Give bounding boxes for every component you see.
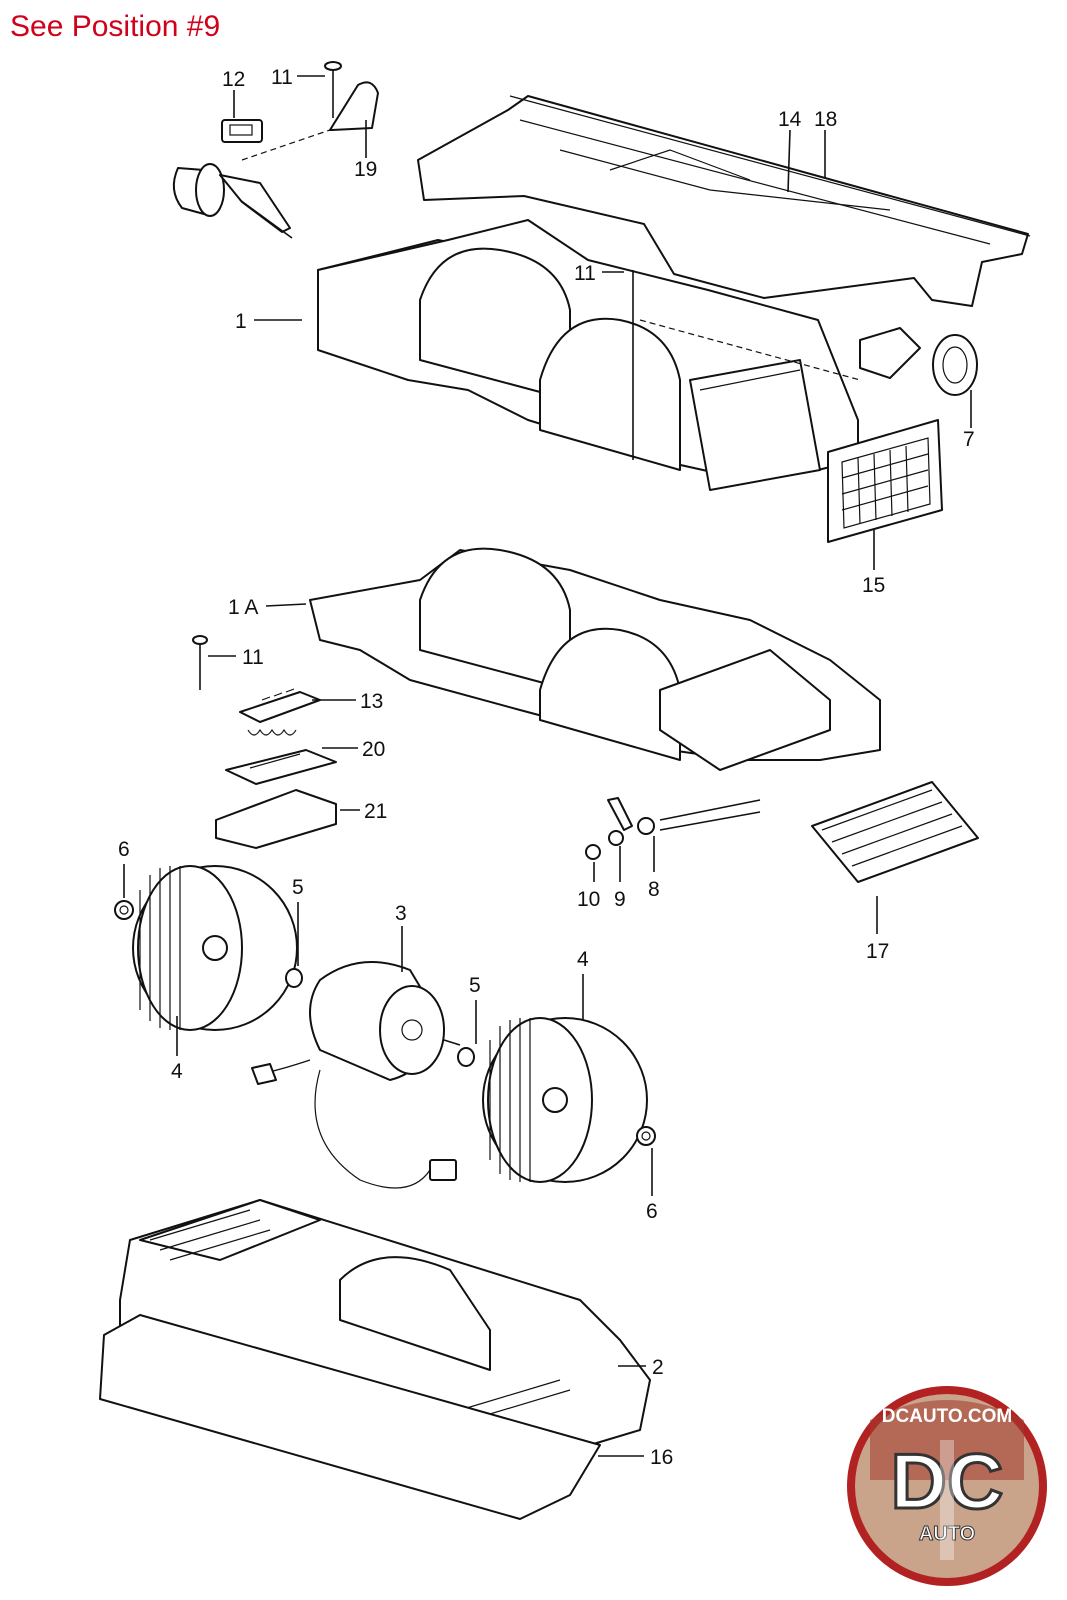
callout-15: 15 [862,574,885,597]
callout-11-resistor: 11 [242,646,264,669]
callout-3: 3 [395,902,407,925]
callout-11-housing: 11 [574,262,596,285]
callout-1: 1 [235,310,247,333]
callout-8: 8 [648,878,660,901]
position-note: See Position #9 [10,10,221,43]
blower-housing-1a [309,547,881,771]
callout-13: 13 [360,690,383,713]
logo-bottom-text: AUTO [919,1523,975,1545]
leader-lines [123,75,972,1457]
callout-6-right: 6 [646,1200,658,1223]
callout-16: 16 [650,1446,673,1469]
callout-19: 19 [354,158,377,181]
nut-icon [114,900,134,920]
fan-wheel-right [482,1017,648,1183]
blower-housing-1 [317,219,861,491]
callout-10: 10 [577,888,600,911]
washer-icon [457,1047,475,1067]
callout-12: 12 [222,68,245,91]
logo-top-text: DCAUTO.COM [882,1406,1013,1427]
callout-9: 9 [614,888,626,911]
nut-icon [636,1126,656,1146]
callout-21: 21 [364,800,387,823]
callout-11-top: 11 [271,66,293,89]
logo-big-text: DC [891,1437,1004,1525]
vacuum-actuator-right [859,327,978,396]
callout-17: 17 [866,940,889,963]
callout-4-left: 4 [171,1060,183,1083]
callout-7: 7 [963,428,975,451]
callout-4-right: 4 [577,948,589,971]
washer-icon [285,968,303,988]
dcauto-logo: DCAUTO.COM DC AUTO [847,1386,1047,1586]
resistor-assembly [192,635,337,849]
cowl-panel [417,95,1031,307]
callout-2: 2 [652,1356,664,1379]
blower-motor [251,961,461,1189]
fan-wheel-left [132,865,298,1031]
gasket-16 [99,1314,601,1520]
callout-5-left: 5 [292,876,304,899]
callout-labels: 12 11 19 14 18 11 1 7 15 1 A 11 13 20 21… [118,66,975,1469]
callout-1a: 1 A [228,596,258,619]
cabin-filter [811,781,979,883]
grille-15 [827,419,943,543]
callout-18: 18 [814,108,837,131]
screw-icon [324,61,342,118]
linkage-parts [585,797,761,860]
callout-5-right: 5 [469,974,481,997]
vacuum-actuator-top [172,81,379,239]
callout-6-left: 6 [118,838,130,861]
callout-20: 20 [362,738,385,761]
callout-14: 14 [778,108,802,131]
